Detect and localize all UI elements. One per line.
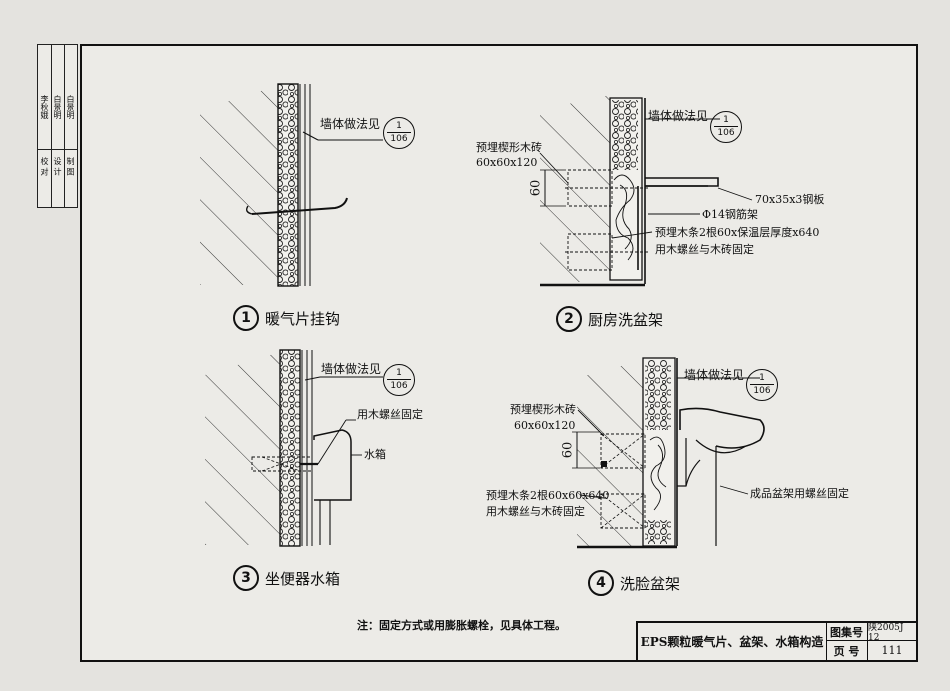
signature-strip: 校 对 设 计 制 图 李秋娥 白景明 白景明 [37,44,78,208]
detail-1-title: 1 暖气片挂钩 [233,305,340,331]
detail-number: 2 [556,306,582,332]
wall-ref-num: 1 [723,115,729,125]
detail-number: 3 [233,565,259,591]
title-block: EPS颗粒暖气片、盆架、水箱构造 图集号 陕2005J 12 页 号 111 [636,621,918,662]
wall-ref-circle-4: 1 106 [746,369,778,401]
atlas-label: 图集号 [826,623,868,641]
d3-tank-label: 水箱 [364,448,386,461]
strip-role-2: 设 计 [53,157,62,176]
wall-ref-circle-2: 1 106 [710,111,742,143]
wall-ref-label-3: 墙体做法见 [321,362,382,376]
drawing-frame [80,44,918,662]
wall-ref-label-1: 墙体做法见 [320,117,381,131]
strip-name-2: 白景明 [53,95,62,119]
d2-screw-label: 用木螺丝与木砖固定 [655,243,754,256]
page-value: 111 [881,644,903,657]
wall-ref-circle-3: 1 106 [383,364,415,396]
d4-bracket-label: 成品盆架用螺丝固定 [750,487,849,500]
drawing-title: EPS颗粒暖气片、盆架、水箱构造 [638,623,827,660]
d4-wood-label: 预埋木条2根60x60x640 [486,489,610,502]
detail-1-drawing [200,83,383,287]
d2-wood-label: 预埋木条2根60x保温层厚度x640 [655,226,820,239]
d4-screw-label: 用木螺丝与木砖固定 [486,505,585,518]
wall-ref-circle-1: 1 106 [383,117,415,149]
d2-brick-size: 60x60x120 [476,156,538,169]
wall-ref-num: 1 [396,368,402,378]
strip-role-1: 校 对 [40,157,49,176]
wall-ref-num: 1 [396,121,402,131]
d2-plate-label: 70x35x3钢板 [755,193,825,206]
wall-ref-num: 1 [759,373,765,383]
detail-name: 洗脸盆架 [620,574,681,593]
drawing-note: 注：固定方式或用膨胀螺栓，见具体工程。 [357,619,566,632]
detail-4-title: 4 洗脸盆架 [588,570,680,596]
detail-3-drawing [205,349,383,547]
detail-name: 坐便器水箱 [265,569,341,588]
detail-3-title: 3 坐便器水箱 [233,565,340,591]
detail-number: 4 [588,570,614,596]
d2-brick-label: 预埋楔形木砖 [476,141,542,154]
wall-ref-label-4: 墙体做法见 [684,368,745,382]
wall-ref-page: 106 [390,381,408,391]
detail-4-drawing [572,357,765,549]
detail-name: 厨房洗盆架 [588,310,664,329]
wall-ref-page: 106 [717,128,735,138]
detail-number: 1 [233,305,259,331]
detail-2-drawing [539,95,753,287]
strip-name-1: 李秋娥 [40,95,49,119]
detail-name: 暖气片挂钩 [265,309,341,328]
atlas-value: 陕2005J 12 [868,623,916,643]
page-label: 页 号 [826,641,868,660]
strip-name-3: 白景明 [66,95,75,119]
wall-ref-page: 106 [390,134,408,144]
d4-brick-label: 预埋楔形木砖 [510,403,576,416]
d4-dim-label: 60 [560,441,576,459]
strip-role-3: 制 图 [66,157,75,176]
d2-dim-label: 60 [528,179,544,197]
d2-rebar-label: Φ14钢筋架 [702,208,759,221]
d3-screw-label: 用木螺丝固定 [357,408,423,421]
d4-brick-size: 60x60x120 [514,419,576,432]
wall-ref-page: 106 [753,386,771,396]
wall-ref-label-2: 墙体做法见 [648,109,709,123]
detail-2-title: 2 厨房洗盆架 [556,306,663,332]
